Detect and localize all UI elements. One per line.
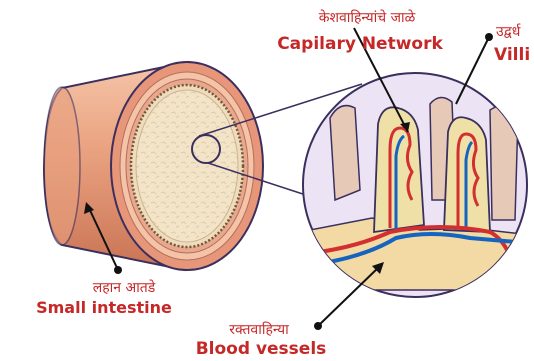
label-small-intestine-en: Small intestine — [36, 298, 172, 317]
label-blood-vessels-en: Blood vessels — [196, 339, 327, 359]
villus-back-3 — [490, 106, 518, 220]
label-blood-vessels-mr: रक्तवाहिन्या — [229, 321, 289, 338]
label-villi-mr: उद्वर्ध — [496, 23, 521, 40]
villus-left — [374, 107, 424, 232]
label-capillary-en: Capilary Network — [277, 34, 443, 54]
lumen — [136, 90, 238, 242]
tube-back-rim — [44, 87, 80, 245]
label-small-intestine-mr: लहान आतडे — [93, 279, 156, 296]
label-villi-en: Villi — [494, 45, 530, 65]
villus-back — [330, 106, 360, 200]
label-capillary-mr: केशवाहिन्यांचे जाळे — [319, 9, 416, 26]
